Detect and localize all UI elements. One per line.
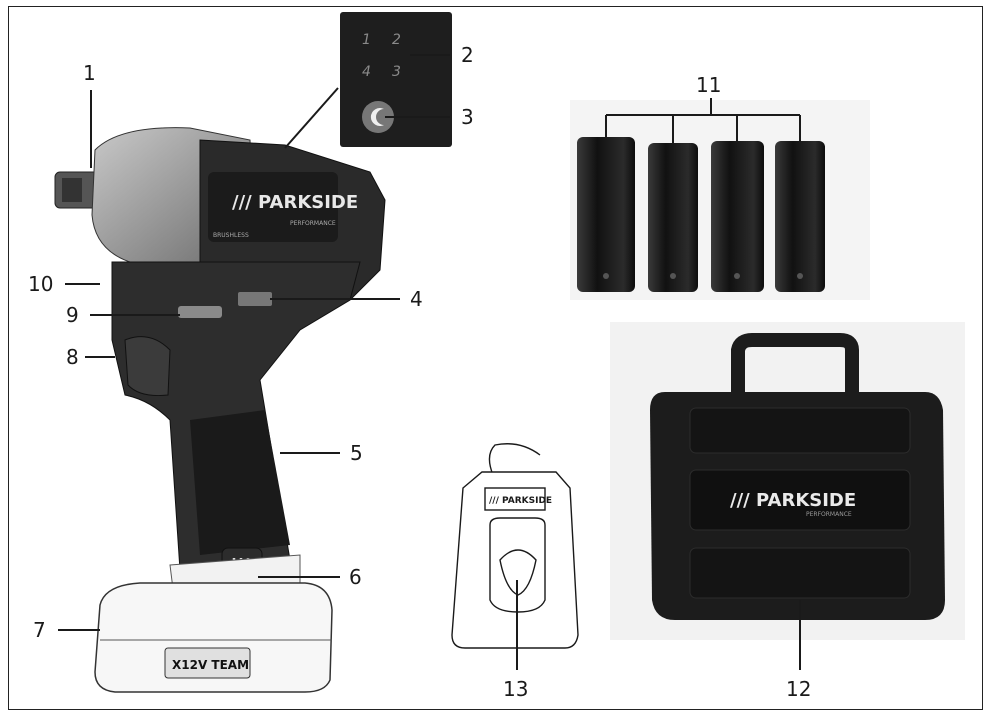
callout-1: 1 <box>83 61 96 85</box>
callout-4: 4 <box>410 287 423 311</box>
callout-8: 8 <box>66 345 79 369</box>
display-digit-1: 1 <box>362 32 371 48</box>
case-sub: PERFORMANCE <box>806 511 852 518</box>
display-digit-4: 4 <box>362 64 371 80</box>
charger-illustration: /// PARKSIDE <box>451 443 579 649</box>
carry-case-illustration: /// PARKSIDE PERFORMANCE <box>610 322 965 640</box>
callout-11: 11 <box>696 73 721 97</box>
sockets-illustration <box>570 100 870 300</box>
callout-5: 5 <box>350 441 363 465</box>
battery-logo: X12V TEAM <box>172 658 249 672</box>
tool-sub: PERFORMANCE <box>290 220 336 227</box>
figure-frame <box>8 6 983 710</box>
callout-12: 12 <box>786 677 811 701</box>
impact-wrench-illustration: /// PARKSIDE PERFORMANCE BRUSHLESS X12V … <box>54 127 386 693</box>
callout-13: 13 <box>503 677 528 701</box>
callout-3: 3 <box>461 105 474 129</box>
callout-2: 2 <box>461 43 474 67</box>
leader-lines <box>58 54 801 670</box>
case-logo: /// PARKSIDE <box>730 490 856 511</box>
display-digit-3: 3 <box>392 64 401 80</box>
tool-logo: /// PARKSIDE <box>232 192 358 213</box>
display-digit-2: 2 <box>392 32 401 48</box>
callout-10: 10 <box>28 272 53 296</box>
charger-logo: /// PARKSIDE <box>489 496 552 506</box>
tool-brushless: BRUSHLESS <box>213 232 249 239</box>
callout-9: 9 <box>66 303 79 327</box>
callout-6: 6 <box>349 565 362 589</box>
callout-numbers: 1 2 3 4 5 6 7 8 9 10 11 12 13 <box>28 43 811 701</box>
display-panel-inset: 1 2 4 3 <box>340 12 452 147</box>
mode-button-icon <box>370 108 384 126</box>
callout-7: 7 <box>33 618 46 642</box>
